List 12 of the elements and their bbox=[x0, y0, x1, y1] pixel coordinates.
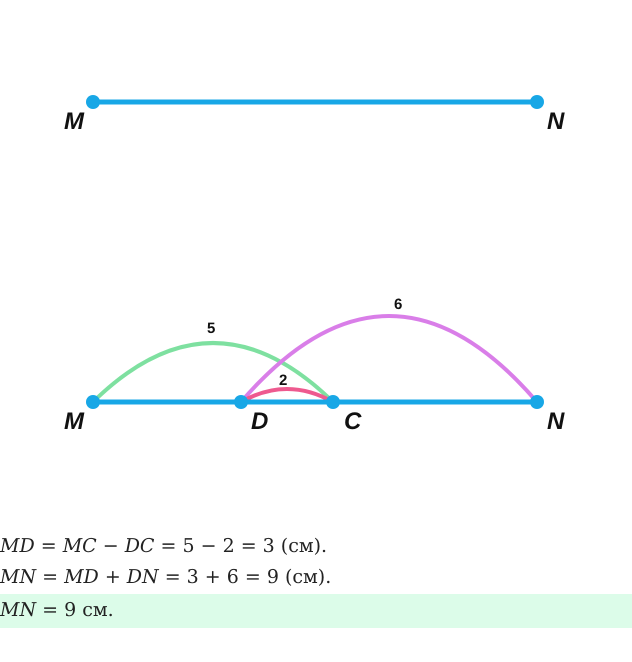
point-label: N bbox=[547, 408, 564, 436]
length-label: 2 bbox=[279, 372, 288, 389]
point-label: N bbox=[547, 108, 564, 136]
length-label: 5 bbox=[207, 320, 216, 337]
point-label: M bbox=[64, 408, 84, 436]
length-label: 6 bbox=[394, 296, 402, 313]
point-label: D bbox=[251, 408, 268, 436]
equation-line: MD = MC − DC = 5 − 2 = 3 (см). bbox=[0, 535, 328, 557]
equation-line: MN = MD + DN = 3 + 6 = 9 (см). bbox=[0, 566, 332, 588]
answer-line: MN = 9 см. bbox=[0, 599, 114, 621]
point-label: C bbox=[344, 408, 362, 436]
point-label: M bbox=[64, 108, 84, 136]
